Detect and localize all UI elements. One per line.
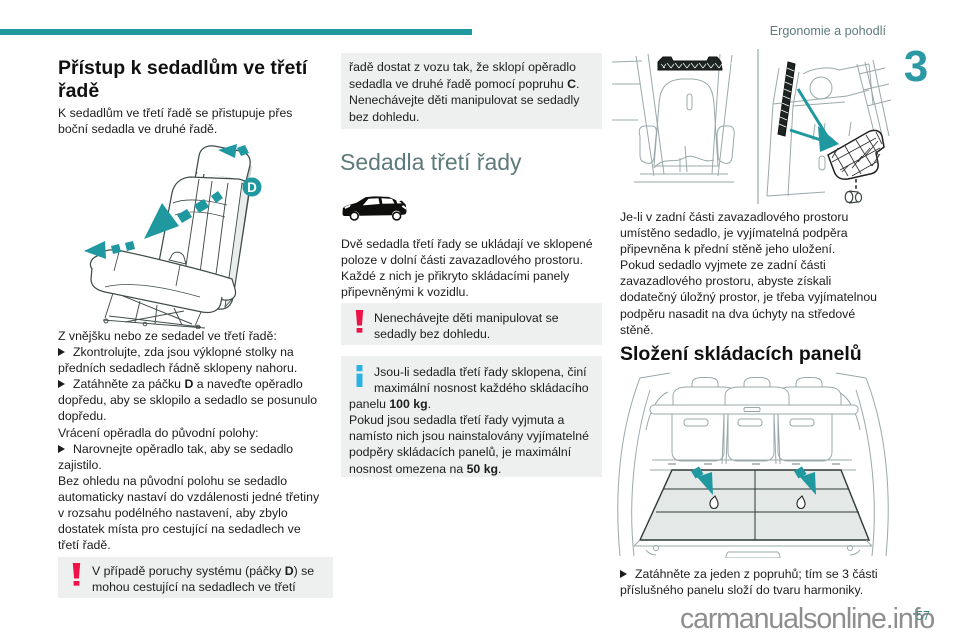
svg-text:D: D [247,180,257,195]
